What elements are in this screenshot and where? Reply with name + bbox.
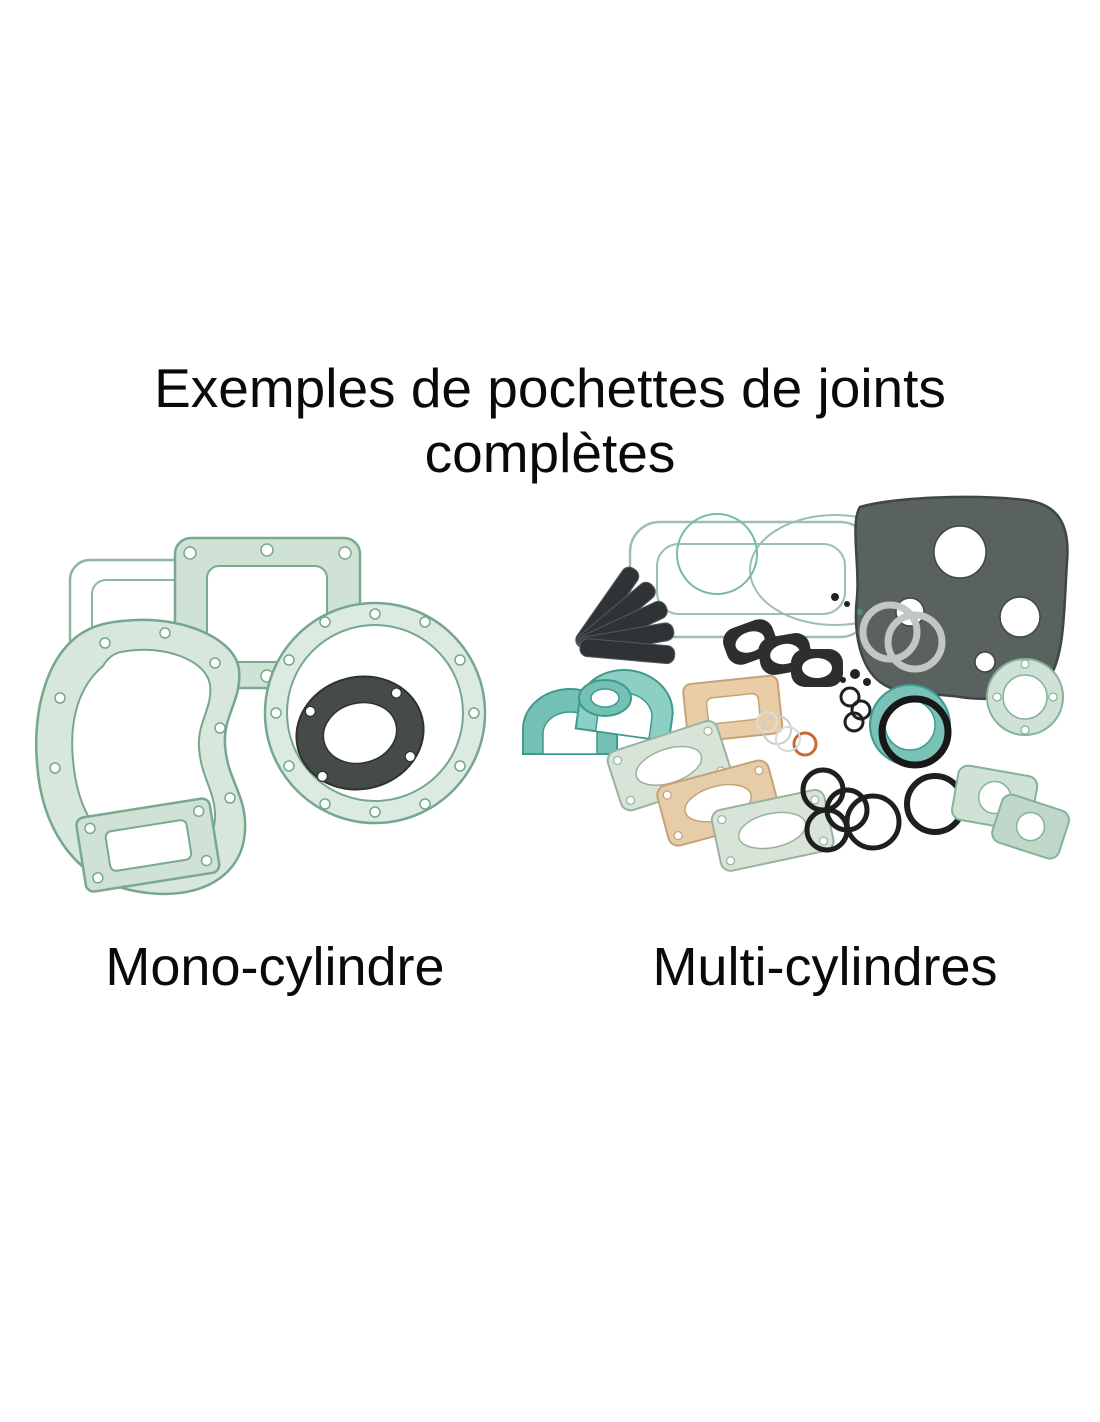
round-gasket-right	[986, 658, 1064, 736]
mono-cylinder-figure	[15, 498, 505, 918]
page-title: Exemples de pochettes de joints complète…	[0, 356, 1100, 486]
title-line-2: complètes	[424, 421, 676, 484]
teal-gaskets	[522, 669, 674, 755]
multi-cylinder-caption: Multi-cylindres	[652, 937, 998, 997]
small-seals	[756, 593, 871, 757]
base-gasket-stack	[606, 720, 835, 872]
reed-gaskets	[575, 566, 676, 665]
metal-rings	[859, 601, 946, 673]
mono-cylinder-caption: Mono-cylindre	[105, 937, 445, 997]
square-gaskets	[951, 764, 1070, 860]
title-line-1: Exemples de pochettes de joints	[154, 357, 946, 419]
multi-cylinder-gasket-kit-photo	[522, 495, 1070, 872]
multi-cylinder-figure	[505, 492, 1085, 912]
black-cover-gaskets	[723, 619, 843, 687]
mono-cylinder-gasket-kit-photo	[35, 536, 487, 896]
head-gasket	[295, 675, 425, 791]
exhaust-gasket	[75, 797, 221, 893]
teal-round-gasket	[869, 684, 952, 769]
